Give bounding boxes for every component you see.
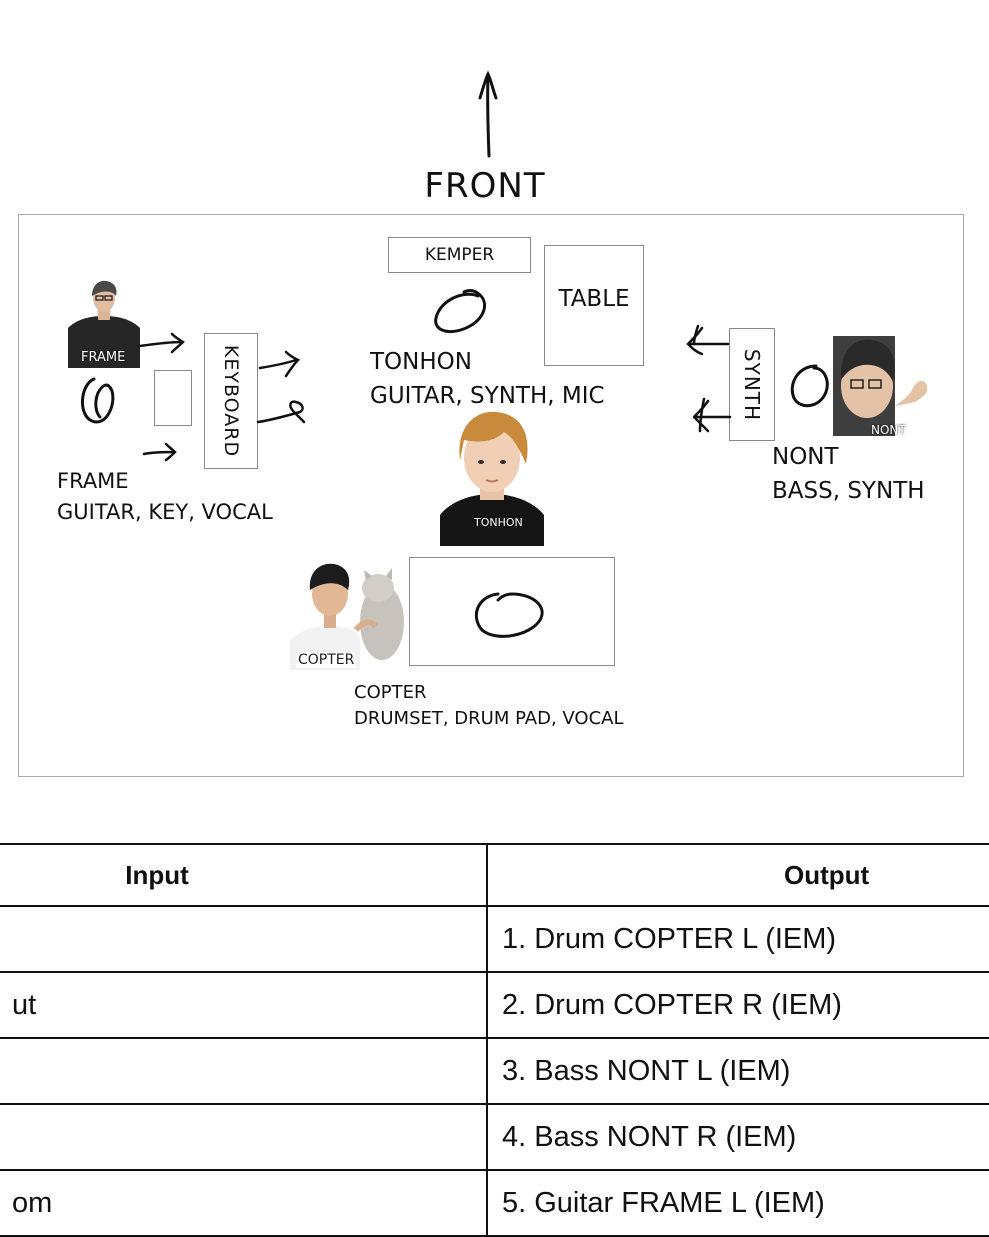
table-row: 4. Bass NONT R (IEM) [0,1103,989,1171]
output-cell: 5. Guitar FRAME L (IEM) [486,1169,989,1237]
input-cell [0,1037,488,1105]
tonhon-label: TONHON GUITAR, SYNTH, MIC [370,345,605,413]
input-cell: ut [0,971,488,1039]
frame-arrow-top-icon [138,332,185,354]
input-header: Input [0,843,488,907]
copter-instruments: DRUMSET, DRUM PAD, VOCAL [354,708,624,729]
frame-instruments: GUITAR, KEY, VOCAL [57,500,273,524]
frame-position-circle-icon [81,377,115,424]
table-row: om 5. Guitar FRAME L (IEM) [0,1169,989,1237]
keyboard-box: KEYBOARD [204,333,258,469]
nont-name: NONT [772,444,839,470]
synth-box: SYNTH [729,328,775,441]
frame-arrow-bottom-icon [142,442,177,462]
kemper-label: KEMPER [424,245,495,265]
copter-photo: COPTER [290,560,408,670]
nont-instruments: BASS, SYNTH [772,478,925,504]
table-row: 3. Bass NONT L (IEM) [0,1037,989,1105]
io-table-header-row: Input Output [0,843,989,907]
nont-photo-tag: NONT [871,423,906,436]
copter-label: COPTER DRUMSET, DRUM PAD, VOCAL [354,680,624,732]
tonhon-photo-tag: TONHON [474,516,523,529]
copter-position-circle-icon [475,592,544,638]
copter-photo-tag: COPTER [296,652,357,668]
table-box: TABLE [544,245,644,366]
io-table: Input Output 1. Drum COPTER L (IEM) ut 2… [0,843,989,1237]
drumset-box [409,557,615,666]
input-cell: om [0,1169,488,1237]
tonhon-photo: TONHON [440,410,544,546]
front-label: FRONT [424,166,546,206]
keyboard-arrow-top-icon [258,350,301,378]
front-arrow-icon [478,70,498,158]
frame-label: FRAME GUITAR, KEY, VOCAL [57,466,273,528]
output-cell: 3. Bass NONT L (IEM) [486,1037,989,1105]
kemper-box: KEMPER [388,237,531,273]
frame-photo: FRAME [68,278,140,368]
nont-label: NONT BASS, SYNTH [772,440,925,508]
copter-name: COPTER [354,682,427,703]
input-cell [0,905,488,973]
output-cell: 4. Bass NONT R (IEM) [486,1103,989,1171]
table-row: 1. Drum COPTER L (IEM) [0,905,989,973]
keyboard-label: KEYBOARD [220,344,242,458]
nont-photo: NONT [833,336,929,436]
input-cell [0,1103,488,1171]
synth-arrow-bottom-icon [692,397,732,433]
frame-photo-tag: FRAME [81,350,126,365]
synth-arrow-top-icon [686,324,730,356]
tonhon-position-circle-icon [434,289,486,334]
table-row: ut 2. Drum COPTER R (IEM) [0,971,989,1039]
frame-name: FRAME [57,469,129,493]
keyboard-arrow-bottom-icon [256,400,306,424]
frame-small-box [154,370,192,426]
tonhon-instruments: GUITAR, SYNTH, MIC [370,383,605,409]
tonhon-name: TONHON [370,349,472,375]
output-header: Output [486,843,989,907]
nont-position-circle-icon [790,364,829,408]
stage-outline [18,214,964,777]
output-cell: 2. Drum COPTER R (IEM) [486,971,989,1039]
output-cell: 1. Drum COPTER L (IEM) [486,905,989,973]
synth-label: SYNTH [740,348,764,421]
table-label: TABLE [558,286,630,312]
